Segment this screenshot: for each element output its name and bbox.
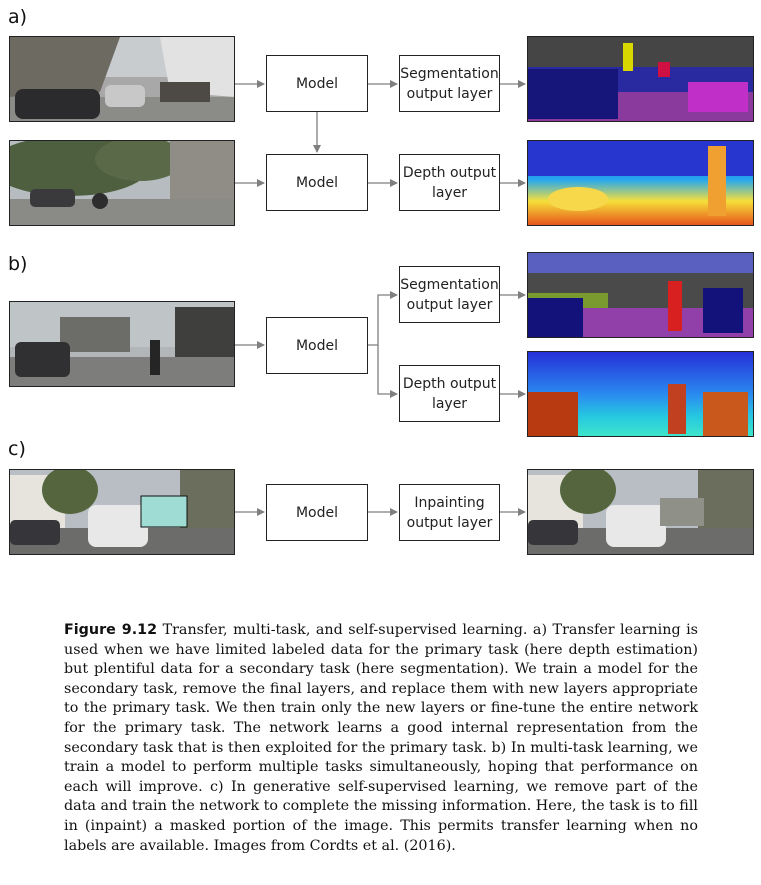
- panel-c-label: c): [8, 438, 26, 460]
- segmentation-output-b: [527, 252, 754, 338]
- depth-output-a: [527, 140, 754, 226]
- inpainting-output-c: [527, 469, 754, 555]
- street-photo-a-top: [9, 36, 235, 122]
- figure-number: Figure 9.12: [64, 622, 158, 638]
- depth-layer-box-b: Depth output layer: [399, 365, 500, 422]
- segmentation-output-a: [527, 36, 754, 122]
- model-box-a2: Model: [266, 154, 368, 211]
- model-box-a1: Model: [266, 55, 368, 112]
- figure-caption: Figure 9.12 Transfer, multi-task, and se…: [64, 621, 698, 856]
- depth-output-b: [527, 351, 754, 437]
- figure-diagram: a) Model Segmentation output layer: [8, 6, 754, 555]
- panel-a-label: a): [8, 6, 28, 28]
- model-box-b: Model: [266, 317, 368, 374]
- street-photo-c-masked: [9, 469, 235, 555]
- caption-text: Transfer, multi-task, and self-supervise…: [64, 622, 699, 854]
- depth-layer-box-a: Depth output layer: [399, 154, 500, 211]
- segmentation-layer-box-b: Segmentation output layer: [399, 266, 500, 323]
- street-photo-b: [9, 301, 235, 387]
- model-box-c: Model: [266, 484, 368, 541]
- segmentation-layer-box-a: Segmentation output layer: [399, 55, 500, 112]
- panel-b-label: b): [8, 253, 28, 275]
- street-photo-a-bottom: [9, 140, 235, 226]
- inpainting-layer-box-c: Inpainting output layer: [399, 484, 500, 541]
- flow-arrows: [235, 80, 526, 516]
